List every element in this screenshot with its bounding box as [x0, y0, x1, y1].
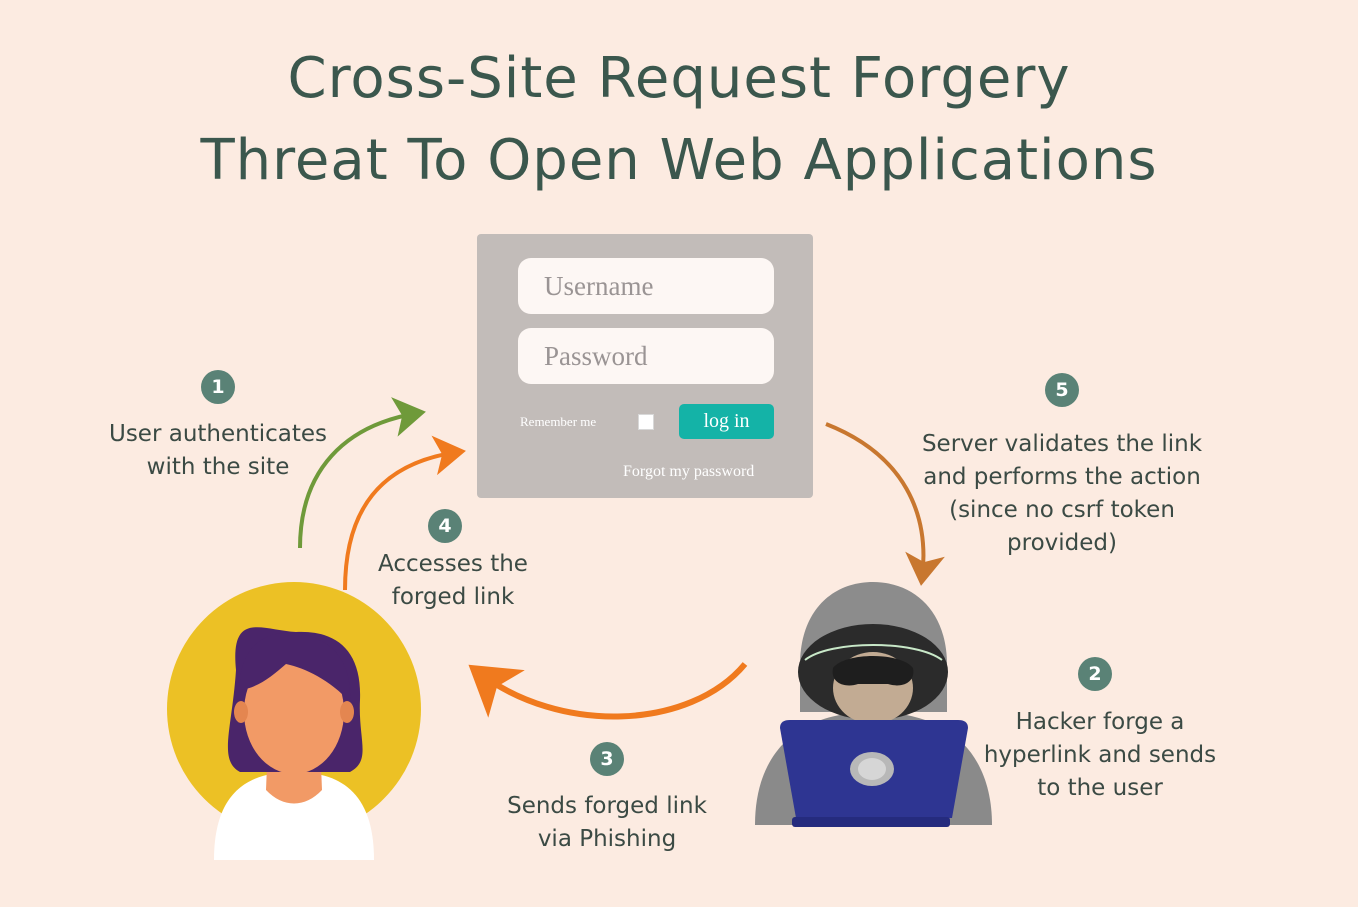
step-2-badge: 2 [1078, 657, 1112, 691]
arrow-step-4 [343, 435, 466, 591]
step-4-text: Accesses the forged link [378, 551, 528, 610]
diagram-title-line-1: Cross-Site Request Forgery [287, 46, 1071, 111]
arrow-step-1 [298, 397, 426, 549]
remember-me-label: Remember me [520, 414, 597, 429]
password-input[interactable] [518, 328, 774, 384]
step-3-text: Sends forged link via Phishing [507, 793, 707, 852]
login-form-panel: Remember me log in Forgot my password [477, 234, 813, 498]
step-1-text: User authenticates with the site [108, 421, 328, 480]
login-button[interactable]: log in [679, 404, 774, 439]
step-5-badge: 5 [1045, 373, 1079, 407]
step-3-badge: 3 [590, 742, 624, 776]
step-1-badge: 1 [201, 370, 235, 404]
username-input[interactable] [518, 258, 774, 314]
arrow-step-3 [468, 662, 748, 720]
diagram-title-line-2: Threat To Open Web Applications [200, 128, 1158, 193]
step-2-text: Hacker forge a hyperlink and sends to th… [983, 709, 1217, 801]
arrow-step-5 [825, 422, 945, 586]
step-4-badge: 4 [428, 509, 462, 543]
step-5-text: Server validates the link and performs t… [921, 431, 1203, 556]
remember-me-checkbox[interactable] [638, 414, 654, 430]
forgot-password-link[interactable]: Forgot my password [623, 463, 755, 480]
